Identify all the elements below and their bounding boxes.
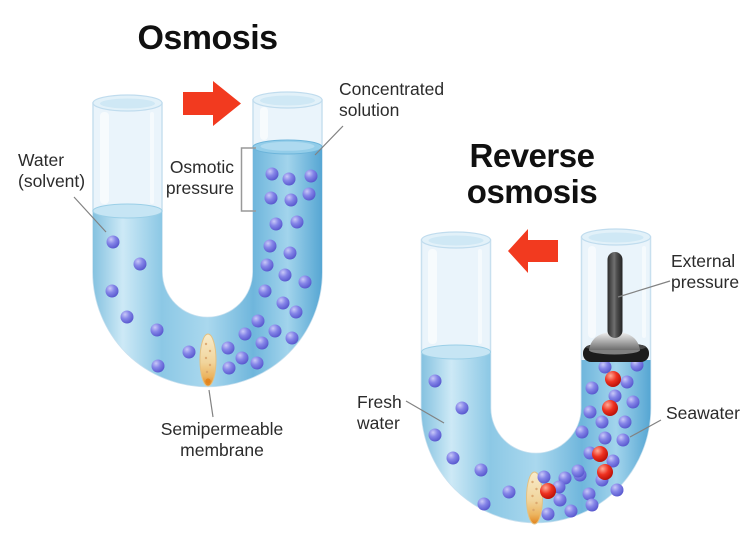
osmosis-title: Osmosis <box>137 19 278 57</box>
piston-rod <box>607 252 623 338</box>
osmosis-water <box>93 147 322 387</box>
osmosis-u-tube <box>92 91 323 388</box>
water-solvent-pointer <box>73 196 107 233</box>
piston-plunger <box>583 252 649 362</box>
solvent-particles <box>105 235 196 373</box>
reverse-osmosis-water <box>421 352 651 523</box>
solute-particles <box>221 167 318 375</box>
reverse-osmosis-direction-arrow-icon <box>508 229 558 273</box>
concentrated-solution-label: Concentrated solution <box>339 79 445 120</box>
tube-rims <box>92 91 323 112</box>
salt-particles <box>540 371 621 499</box>
water-solvent-label: Water (solvent) <box>18 150 86 191</box>
osmosis-direction-arrow-icon <box>183 81 241 126</box>
semipermeable-membrane <box>199 333 217 387</box>
solvent-water-surface <box>92 203 163 219</box>
pointer-lines <box>73 125 671 438</box>
tube-rims-reverse <box>420 228 652 249</box>
external-pressure-pointer <box>617 280 671 298</box>
piston-dome <box>589 332 640 350</box>
seawater-label: Seawater <box>666 403 740 423</box>
external-pressure-label: External pressure <box>671 251 740 292</box>
reverse-osmosis-u-tube <box>420 228 652 525</box>
osmotic-pressure-label: Osmotic pressure <box>165 157 234 198</box>
semipermeable-membrane-label: Semipermeable membrane <box>160 419 284 460</box>
seawater-pointer <box>629 419 662 438</box>
fresh-water-label: Fresh water <box>357 392 402 433</box>
fresh-water-pointer <box>405 400 445 424</box>
membrane-pointer <box>208 389 214 418</box>
fresh-water-surface <box>421 344 491 360</box>
fresh-water-particles <box>428 374 516 511</box>
reverse-osmosis-membrane <box>526 471 543 525</box>
concentrated-solution-pointer <box>314 125 344 156</box>
osmotic-pressure-bracket <box>240 147 256 212</box>
reverse-osmosis-title: Reverse osmosis <box>466 137 598 210</box>
